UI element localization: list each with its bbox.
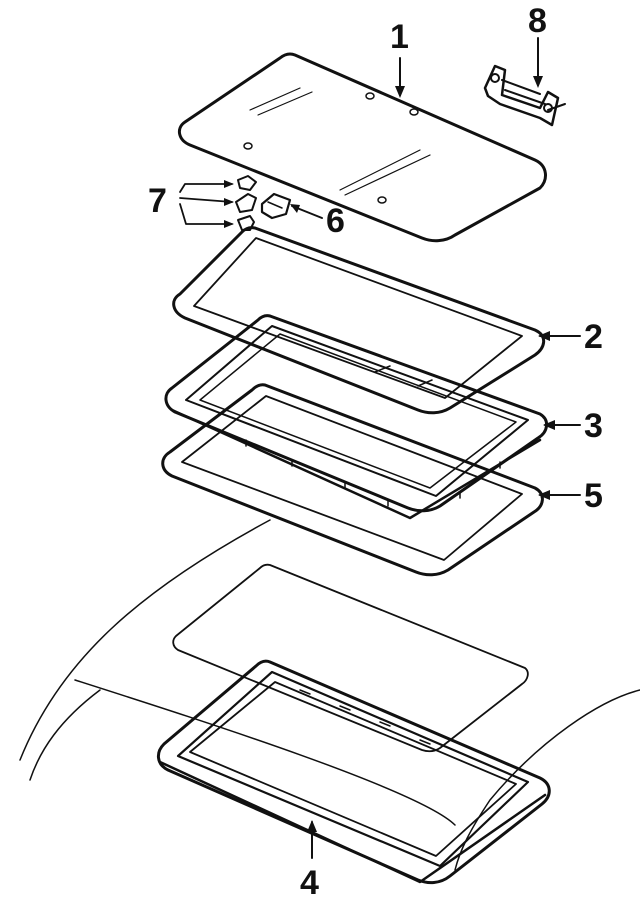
roof-opening (172, 563, 529, 753)
hinge-bracket (483, 64, 566, 127)
callout-8: 8 (528, 2, 547, 40)
fasteners (235, 175, 257, 231)
leader-lines (179, 37, 581, 859)
callout-4: 4 (300, 864, 319, 902)
seal-lower (161, 383, 544, 577)
callout-3: 3 (584, 407, 603, 445)
callout-6: 6 (326, 202, 345, 240)
callout-labels: 1 8 7 6 2 3 5 4 (148, 2, 603, 902)
seal-upper (172, 226, 546, 415)
callout-1: 1 (390, 18, 409, 56)
glass-panel (177, 52, 547, 243)
callout-5: 5 (584, 477, 603, 515)
callout-2: 2 (584, 318, 603, 356)
clip (260, 192, 292, 220)
frame (164, 314, 548, 520)
housing-base (157, 659, 551, 885)
roof-contour (19, 519, 640, 871)
callout-7: 7 (148, 182, 167, 220)
